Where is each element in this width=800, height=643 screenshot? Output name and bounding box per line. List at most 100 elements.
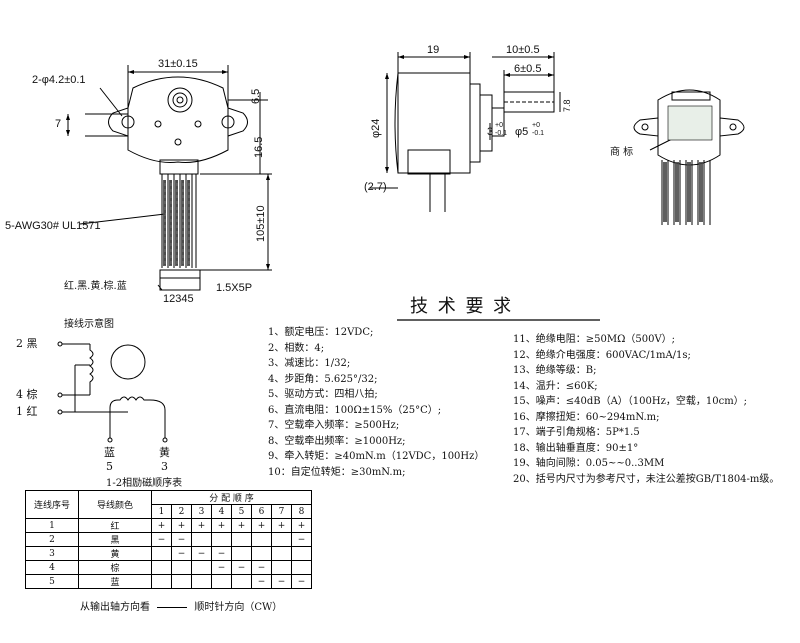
row-cell: [271, 532, 292, 547]
step-header: 6: [251, 504, 272, 519]
row-cell: +: [271, 518, 292, 533]
wire-label-4: 4 棕: [16, 388, 38, 401]
specs-right: 11、绝缘电阻：≥50MΩ（500V）; 12、绝缘介电强度：600VAC/1m…: [513, 332, 779, 487]
row-color: 黑: [78, 532, 152, 547]
row-cell: [171, 574, 192, 589]
row-cell: [231, 574, 252, 589]
dim-5-tol: +0 -0.1: [532, 122, 545, 137]
row-color: 蓝: [78, 574, 152, 589]
row-cell: −: [151, 532, 172, 547]
row-cell: [231, 532, 252, 547]
pin-numbers: 12345: [163, 293, 194, 305]
wire-label-1: 1 红: [16, 405, 38, 418]
step-header: 8: [291, 504, 312, 519]
connector-spec: 1.5X5P: [216, 282, 253, 294]
dim-5: φ5: [515, 126, 529, 138]
row-cell: +: [231, 518, 252, 533]
wiring-diagram: [57, 341, 168, 443]
spec-item: 12、绝缘介电强度：600VAC/1mA/1s;: [513, 349, 691, 361]
row-cell: [291, 546, 312, 561]
step-header: 2: [171, 504, 192, 519]
dim-16-5: 16.5: [253, 136, 265, 158]
wire-label-5: 5: [106, 460, 113, 473]
row-no: 2: [25, 532, 79, 547]
row-cell: [171, 560, 192, 575]
spec-item: 6、直流电阻：100Ω±15%（25°C）;: [268, 404, 442, 416]
row-cell: [271, 546, 292, 561]
table-row: 1 红 + + + + + + + +: [25, 518, 312, 533]
row-cell: [191, 574, 212, 589]
motor-nameplate: [667, 105, 713, 141]
spec-item: 20、括号内尺寸为参考尺寸，未注公差按GB/T1804-m级。: [513, 473, 780, 485]
side-view-motor: [370, 52, 561, 212]
row-cell: −: [291, 574, 312, 589]
spec-item: 4、步距角：5.625°/32;: [268, 373, 378, 385]
spec-item: 15、噪声：≤40dB（A）（100Hz，空载，10cm）;: [513, 396, 748, 407]
footer-right: 顺时针方向（CW）: [194, 602, 283, 613]
step-header: 4: [211, 504, 232, 519]
table-row: 2 黑 − − −: [25, 532, 312, 547]
row-cell: +: [191, 518, 212, 533]
dim-6-5: 6.5: [250, 88, 262, 104]
row-color: 棕: [78, 560, 152, 575]
row-cell: [211, 574, 232, 589]
spec-item: 14、温升：≤60K;: [513, 380, 598, 392]
wire-label-blue: 蓝: [104, 446, 115, 459]
dim-7-8: 7.8: [562, 99, 572, 112]
row-cell: +: [151, 518, 172, 533]
sequence-title: 1-2相励磁顺序表: [106, 478, 183, 489]
spec-item: 1、额定电压：12VDC;: [268, 327, 374, 338]
spec-item: 19、轴向间隙：0.05~~0..3MM: [513, 458, 665, 469]
row-cell: [291, 560, 312, 575]
row-color: 黄: [78, 546, 152, 561]
spec-item: 8、空载牵出频率：≥1000Hz;: [268, 435, 406, 447]
row-cell: [271, 560, 292, 575]
row-cell: [211, 532, 232, 547]
row-cell: [251, 532, 272, 547]
dim-width: 31±0.15: [158, 58, 198, 70]
spec-item: 5、驱动方式：四相八拍;: [268, 389, 378, 400]
footer-left: 从输出轴方向看: [80, 602, 150, 613]
table-row: 5 蓝 − − −: [25, 574, 312, 589]
spec-item: 7、空载牵入频率：≥500Hz;: [268, 420, 400, 431]
spec-item: 10：自定位转矩：≥30mN.m;: [268, 466, 406, 478]
row-cell: −: [171, 546, 192, 561]
dim-10: 10±0.5: [506, 44, 540, 56]
row-cell: −: [171, 532, 192, 547]
row-no: 4: [25, 560, 79, 575]
wire-colors: 红.黑.黄.棕.蓝: [64, 281, 127, 292]
trademark-label: 商 标: [610, 147, 634, 158]
row-cell: −: [251, 560, 272, 575]
wire-label-yellow: 黄: [159, 446, 170, 459]
table-row: 4 棕 − − −: [25, 560, 312, 575]
footer-dash: [157, 607, 188, 608]
spec-item: 9、牵入转矩：≥40mN.m（12VDC，100Hz）: [268, 451, 485, 462]
row-cell: −: [211, 546, 232, 561]
row-no: 3: [25, 546, 79, 561]
row-cell: +: [291, 518, 312, 533]
spec-item: 11、绝缘电阻：≥50MΩ（500V）;: [513, 334, 676, 345]
dim-105: 105±10: [255, 205, 267, 242]
row-cell: −: [271, 574, 292, 589]
dim-2-7: (2.7): [364, 181, 387, 193]
dim-holes: 2-φ4.2±0.1: [32, 74, 86, 86]
wire-label-3: 3: [161, 460, 168, 473]
tech-title: 技 术 要 求: [410, 296, 514, 317]
row-color: 红: [78, 518, 152, 533]
dim-3-tol: +0 -0.1: [495, 122, 508, 137]
step-header: 3: [191, 504, 212, 519]
spec-item: 2、相数：4;: [268, 342, 325, 354]
row-cell: [191, 532, 212, 547]
row-cell: [231, 546, 252, 561]
row-cell: −: [251, 574, 272, 589]
row-cell: [151, 574, 172, 589]
iso-view-motor: [633, 89, 745, 225]
row-cell: −: [211, 560, 232, 575]
row-cell: [251, 546, 272, 561]
dim-7: 7: [55, 118, 62, 130]
spec-item: 3、减速比：1/32;: [268, 358, 351, 369]
wire-label-2: 2 黑: [16, 337, 38, 350]
spec-item: 16、摩擦扭矩：60~294mN.m;: [513, 411, 660, 423]
dim-19: 19: [427, 44, 440, 56]
specs-left: 1、额定电压：12VDC; 2、相数：4; 3、减速比：1/32; 4、步距角：…: [268, 325, 484, 480]
